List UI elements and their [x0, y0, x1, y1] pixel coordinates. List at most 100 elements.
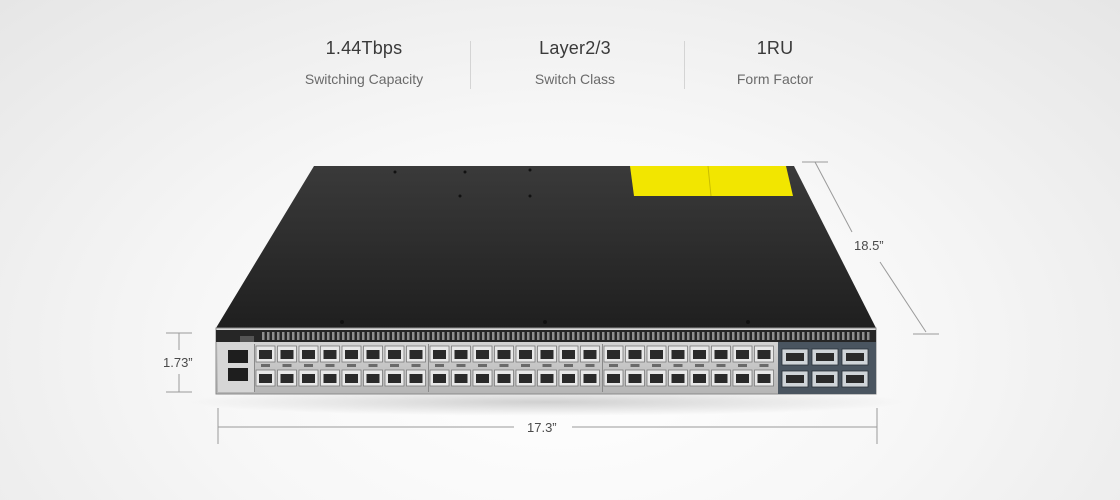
sfp-port-opening: [736, 350, 749, 359]
port-led: [261, 364, 270, 367]
vent-slot: [497, 332, 500, 340]
vent-slot: [352, 332, 355, 340]
vent-slot: [587, 332, 590, 340]
vent-slot: [517, 332, 520, 340]
vent-slot: [777, 332, 780, 340]
vent-slot: [572, 332, 575, 340]
sfp-port-opening: [302, 374, 315, 383]
sfp-port-opening: [323, 374, 337, 383]
port-led: [630, 364, 640, 367]
vent-slot: [402, 332, 405, 340]
sfp-ports: [254, 344, 774, 392]
vent-slot: [462, 332, 465, 340]
vent-slot: [712, 332, 715, 340]
port-led: [282, 364, 292, 367]
vent-slot: [867, 332, 870, 340]
vent-slot: [392, 332, 395, 340]
sfp-port-opening: [693, 374, 706, 383]
vent-slot: [682, 332, 685, 340]
sfp-port-opening: [583, 350, 597, 359]
vent-slot: [622, 332, 625, 340]
vent-slot: [862, 332, 865, 340]
port-led: [673, 364, 683, 367]
vent-slot: [627, 332, 630, 340]
spec-label: Switch Class: [534, 71, 616, 87]
vent-slot: [767, 332, 770, 340]
sfp-port-opening: [650, 374, 663, 383]
spec-value: Layer2/3: [539, 38, 611, 58]
group-divider: [428, 344, 429, 392]
uplink-port-opening: [846, 375, 864, 383]
vent-slot: [597, 332, 600, 340]
sfp-port-opening: [454, 350, 468, 359]
vent-slot: [437, 332, 440, 340]
port-led: [325, 364, 335, 367]
sfp-port-opening: [388, 374, 401, 383]
sfp-port-opening: [757, 374, 771, 383]
vent-slot: [577, 332, 580, 340]
vent-slot: [382, 332, 385, 340]
port-led: [564, 364, 573, 367]
spec-form-factor: 1RU Form Factor: [685, 38, 865, 87]
vent-slot: [727, 332, 730, 340]
vent-slot: [457, 332, 460, 340]
sfp-port-opening: [280, 374, 294, 383]
vent-slot: [482, 332, 485, 340]
vent-slot: [667, 332, 670, 340]
spec-divider: [684, 41, 685, 89]
vent-slot: [832, 332, 835, 340]
vent-slot: [262, 332, 265, 340]
depth-dimension: 18.5”: [854, 238, 884, 253]
port-led: [390, 364, 399, 367]
sfp-port-opening: [736, 374, 749, 383]
vent-slot: [487, 332, 490, 340]
vent-slot: [567, 332, 570, 340]
vent-slot: [357, 332, 360, 340]
vent-slot: [677, 332, 680, 340]
vent-slot: [277, 332, 280, 340]
vent-slot: [707, 332, 710, 340]
vent-slot: [427, 332, 430, 340]
spec-divider: [470, 41, 471, 89]
vent-slot: [857, 332, 860, 340]
port-led: [609, 364, 618, 367]
port-led: [478, 364, 487, 367]
vent-slot: [582, 332, 585, 340]
vent-slot: [287, 332, 290, 340]
vent-slot: [617, 332, 620, 340]
sfp-port-opening: [433, 374, 446, 383]
mgmt-port: [228, 368, 248, 381]
spec-label: Switching Capacity: [304, 71, 424, 87]
vent-slot: [637, 332, 640, 340]
vent-slot: [422, 332, 425, 340]
vent-slot: [552, 332, 555, 340]
vent-slot: [702, 332, 705, 340]
vent-slot: [837, 332, 840, 340]
vent-slot: [332, 332, 335, 340]
sfp-port-opening: [628, 350, 642, 359]
sfp-port-opening: [366, 350, 380, 359]
sfp-port-opening: [409, 350, 423, 359]
vent-slot: [742, 332, 745, 340]
vent-slot: [397, 332, 400, 340]
sfp-port-opening: [476, 374, 489, 383]
vent-slot: [467, 332, 470, 340]
sfp-port-opening: [302, 350, 315, 359]
vent-slot: [657, 332, 660, 340]
vent-slot: [362, 332, 365, 340]
sfp-port-opening: [476, 350, 489, 359]
sfp-port-opening: [607, 374, 620, 383]
vent-slot: [417, 332, 420, 340]
vent-slot: [772, 332, 775, 340]
sfp-port-opening: [259, 374, 272, 383]
vent-slot: [762, 332, 765, 340]
vent-slot: [842, 332, 845, 340]
sfp-port-opening: [409, 374, 423, 383]
floor-shadow: [186, 388, 906, 416]
sfp-port-opening: [714, 374, 728, 383]
port-led: [435, 364, 444, 367]
group-divider: [602, 344, 603, 392]
vent-slot: [527, 332, 530, 340]
vent-slot: [562, 332, 565, 340]
